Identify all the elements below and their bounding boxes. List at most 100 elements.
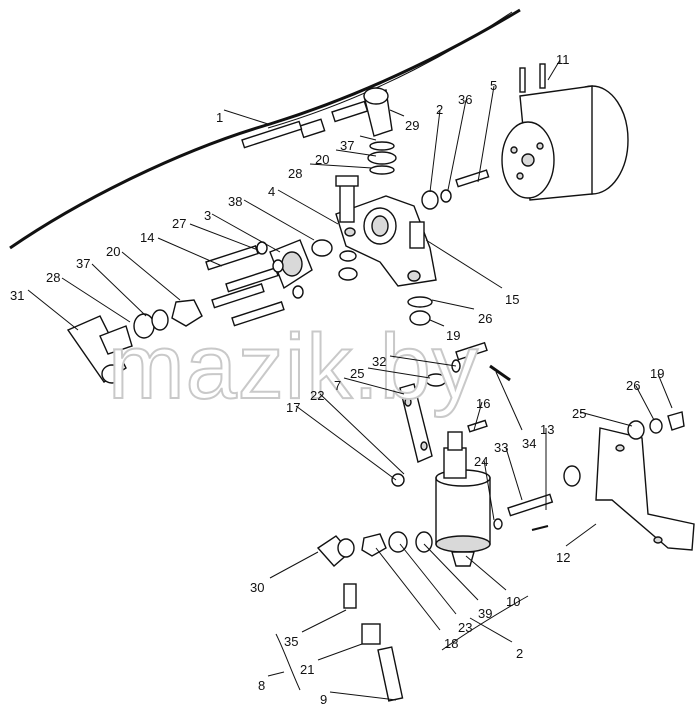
callout-label-c22: 22 (310, 388, 324, 403)
callout-leader-c2b (469, 617, 513, 643)
callout-leader-c26b (635, 385, 655, 421)
callout-leader-c37b (91, 263, 147, 317)
callout-leader-c29 (389, 109, 405, 117)
callout-label-c32: 32 (372, 354, 386, 369)
upper-fitting-group (241, 87, 397, 175)
callout-leader-c19b (657, 373, 673, 409)
callout-label-c20a: 20 (315, 152, 329, 167)
callout-leader-c19a (429, 319, 445, 327)
callout-leader-c31 (27, 289, 79, 331)
callout-leader-c26a (431, 299, 475, 310)
callout-leader-c16 (473, 401, 483, 431)
callout-label-c16: 16 (476, 396, 490, 411)
callout-label-c2b: 2 (516, 646, 523, 661)
callout-label-c25b: 25 (572, 406, 586, 421)
callout-label-c26b: 26 (626, 378, 640, 393)
callout-label-c10: 10 (506, 594, 520, 609)
callout-leader-c10 (465, 555, 507, 591)
callout-leader-c18 (375, 547, 441, 631)
callout-leader-c32 (389, 355, 457, 367)
callout-label-c33: 33 (494, 440, 508, 455)
callout-label-c17: 17 (286, 400, 300, 415)
callout-label-c28b: 28 (46, 270, 60, 285)
callout-leader-c28b (61, 277, 131, 323)
callout-label-c31: 31 (10, 288, 24, 303)
callout-label-c15: 15 (505, 292, 519, 307)
lower-fitting-group (316, 535, 404, 702)
part-11-solenoid (501, 63, 629, 201)
callout-leader-c8 (267, 671, 285, 677)
callout-leader-c24 (483, 459, 495, 521)
washers-lower (361, 473, 503, 557)
callout-label-c24: 24 (474, 454, 488, 469)
callout-label-c26a: 26 (478, 311, 492, 326)
callout-leader-c30 (269, 551, 319, 579)
callout-label-c14: 14 (140, 230, 154, 245)
callout-leader-c34 (495, 371, 523, 431)
callout-label-c9: 9 (320, 692, 327, 707)
callout-leader-c39 (423, 543, 479, 601)
callout-leader-c1 (223, 109, 269, 125)
part-4-bracket-housing (311, 175, 437, 287)
callout-label-c30: 30 (250, 580, 264, 595)
fitting-2-36-5 (421, 169, 490, 210)
callout-label-c25a: 25 (350, 366, 364, 381)
callout-label-c4: 4 (268, 184, 275, 199)
callout-label-c37a: 37 (340, 138, 354, 153)
callout-leader-c17 (295, 405, 397, 481)
callout-label-c13: 13 (540, 422, 554, 437)
callout-label-c39: 39 (478, 606, 492, 621)
callout-label-c3: 3 (204, 208, 211, 223)
callout-leader-c2a (429, 109, 441, 193)
callout-leader-c25b (579, 411, 633, 427)
callout-label-c5: 5 (490, 78, 497, 93)
callout-leader-c15 (425, 239, 503, 289)
callout-label-c8: 8 (258, 678, 265, 693)
watermark-text: mazik.by (108, 316, 479, 418)
callout-leader-c11 (547, 59, 561, 81)
part-1-flexible-line (9, 8, 521, 250)
callout-label-c34: 34 (522, 436, 536, 451)
pin-13-33 (507, 493, 554, 531)
callout-leader-c35 (301, 609, 347, 633)
callout-label-c29: 29 (405, 118, 419, 133)
callout-label-c27: 27 (172, 216, 186, 231)
callout-label-c19a: 19 (446, 328, 460, 343)
callout-leader-c33 (505, 447, 523, 501)
lever-group (399, 341, 511, 463)
callout-label-c20b: 20 (106, 244, 120, 259)
callout-label-c21: 21 (300, 662, 314, 677)
callout-label-c11: 11 (556, 52, 570, 67)
callout-label-c23: 23 (458, 620, 472, 635)
flange-and-bolts (205, 239, 313, 327)
callout-leader-c38 (243, 199, 315, 241)
callout-label-c36: 36 (458, 92, 472, 107)
callout-label-c28a: 28 (288, 166, 302, 181)
callout-label-c2a: 2 (436, 102, 443, 117)
callout-leader-c5 (477, 85, 495, 183)
callout-leader-c23 (399, 543, 457, 615)
part-12-bracket (563, 411, 695, 551)
callout-leader-c20a (335, 149, 377, 157)
callout-leader-c28a (309, 163, 373, 169)
callout-label-c18: 18 (444, 636, 458, 651)
callout-leader-c20b (121, 251, 181, 301)
callout-label-c38: 38 (228, 194, 242, 209)
callout-label-c12: 12 (556, 550, 570, 565)
callout-leader-c37a (359, 135, 377, 141)
callout-leader-c7 (343, 377, 405, 395)
callout-leader-c4 (277, 189, 339, 225)
callout-leader-c22 (319, 393, 405, 475)
callout-leader-c27 (189, 223, 259, 251)
callout-leader-c12 (565, 523, 597, 547)
callout-leader-c3 (211, 213, 281, 253)
callout-label-c7: 7 (334, 378, 341, 393)
left-fitting-group (66, 299, 203, 384)
callout-leader-c21 (317, 643, 363, 661)
callout-leader-c14 (157, 237, 223, 267)
callout-label-c37b: 37 (76, 256, 90, 271)
callout-leader-c25a (367, 367, 431, 379)
part-10-cylinder (435, 431, 491, 567)
